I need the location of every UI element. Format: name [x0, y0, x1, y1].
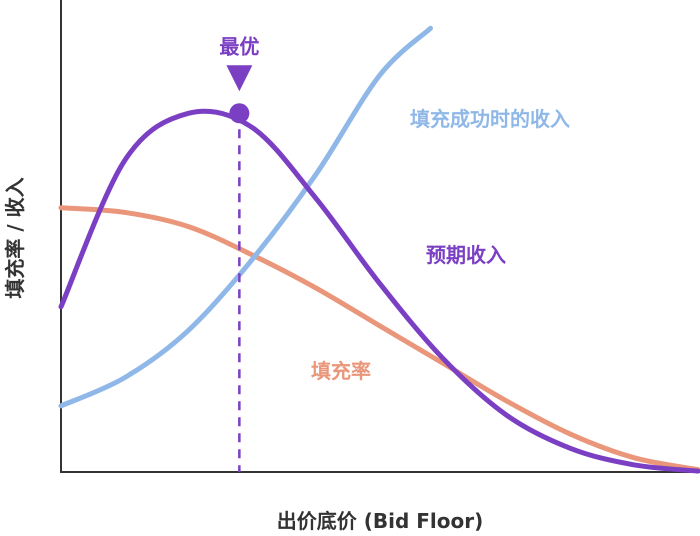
series-label-fill-rate: 填充率	[311, 359, 371, 383]
series-line-fill-rate	[58, 205, 700, 473]
series-label-revenue-on-fill: 填充成功时的收入	[410, 107, 570, 131]
y-axis-title: 填充率 / 收入	[3, 177, 27, 298]
optimum-label: 最优	[219, 34, 259, 58]
optimum-point	[229, 103, 250, 124]
optimum-arrow-icon	[226, 65, 253, 92]
series-label-expected-revenue: 预期收入	[426, 243, 506, 267]
series-line-expected-revenue	[58, 108, 700, 474]
series-line-revenue-on-fill	[58, 25, 433, 409]
x-axis-title: 出价底价 (Bid Floor)	[277, 509, 483, 533]
